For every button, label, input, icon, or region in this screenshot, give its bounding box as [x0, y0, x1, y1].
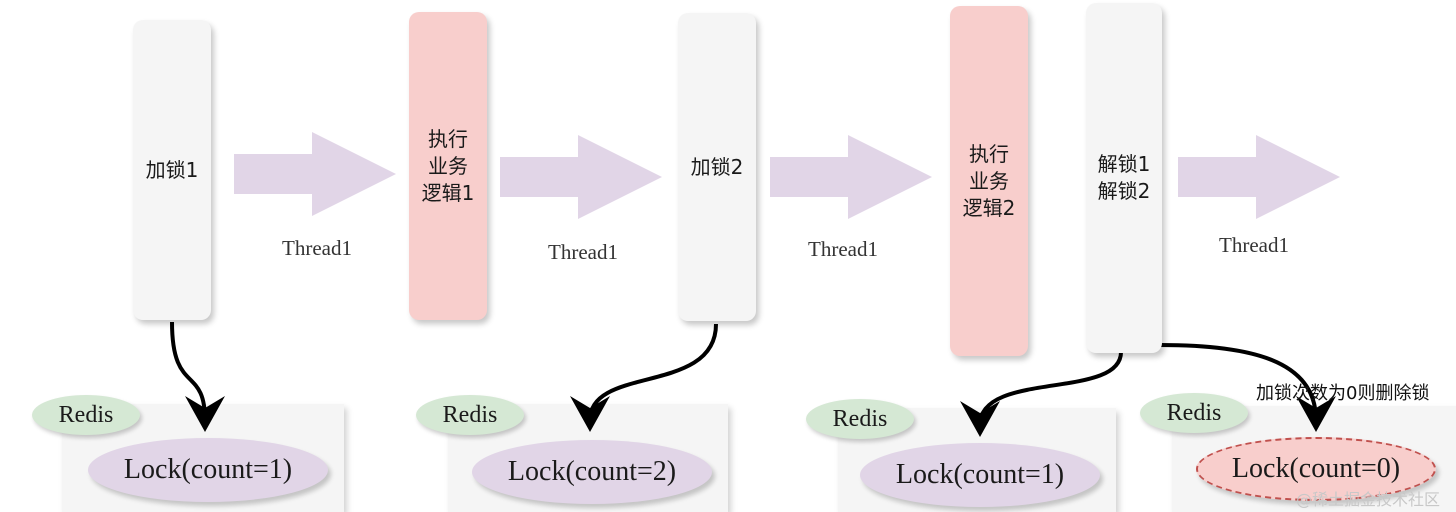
step-unlock: 解锁1 解锁2 [1086, 3, 1162, 353]
redis-tag-4: Redis [1140, 393, 1248, 433]
thread-label-2: Thread1 [548, 240, 618, 264]
connector-lock1 [170, 321, 225, 432]
lock-state-1: Lock(count=1) [88, 438, 328, 502]
connector-unlock2 [1159, 343, 1336, 432]
flow-arrow-1 [234, 132, 396, 216]
step-lock-1: 加锁1 [133, 20, 211, 320]
connector-unlock1 [960, 351, 1123, 437]
flow-arrow-2 [500, 135, 662, 219]
delete-lock-note: 加锁次数为0则删除锁 [1256, 383, 1430, 404]
flow-arrow-4 [1178, 135, 1340, 219]
step-business-2: 执行 业务 逻辑2 [950, 6, 1028, 356]
redis-tag-2: Redis [416, 395, 524, 435]
step-business-1: 执行 业务 逻辑1 [409, 12, 487, 320]
redis-tag-1: Redis [32, 395, 140, 435]
thread-label-4: Thread1 [1219, 233, 1289, 257]
lock-state-3: Lock(count=1) [860, 443, 1100, 507]
thread-label-1: Thread1 [282, 236, 352, 260]
step-lock-2: 加锁2 [678, 13, 756, 321]
flow-arrow-3 [770, 135, 932, 219]
thread-label-3: Thread1 [808, 237, 878, 261]
connector-lock2 [570, 323, 718, 432]
lock-state-2: Lock(count=2) [472, 440, 712, 504]
watermark: @稀土掘金技术社区 [1295, 490, 1440, 509]
redis-tag-3: Redis [806, 399, 914, 439]
lock-state-deleted: Lock(count=0) [1196, 437, 1436, 501]
